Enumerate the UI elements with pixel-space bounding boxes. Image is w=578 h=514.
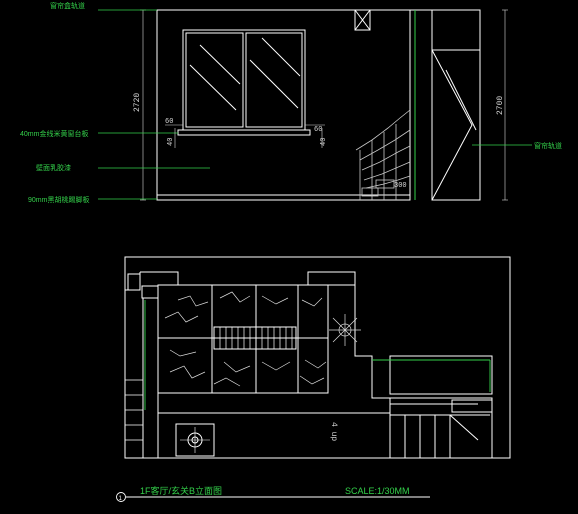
glass-reflection: [249, 59, 299, 109]
sill-width-right: 60: [314, 126, 322, 134]
column-topright: [307, 271, 356, 286]
right-height-dimension: 2700: [496, 96, 505, 115]
room-wall-inner: [140, 271, 391, 414]
stair-hatch: [355, 109, 411, 200]
wall-paint-annotation: 壁面乳胶漆: [36, 163, 71, 172]
floor-drain: [175, 423, 215, 457]
column-left: [141, 285, 159, 299]
sill-depth-left: 40: [167, 138, 175, 146]
title-block: 1 1F客厅/玄关B立面图 SCALE:1/30MM: [116, 485, 430, 502]
sill-depth-right: 40: [320, 138, 328, 146]
glass-reflection: [199, 44, 241, 85]
left-height-dimension: 2720: [133, 93, 142, 112]
window-frame: [182, 29, 306, 131]
floor-grille: [213, 326, 297, 350]
marble-floor: [157, 284, 329, 394]
glass-reflection: [189, 64, 237, 111]
plan-outer-frame: [124, 256, 511, 459]
right-panel: [431, 9, 481, 201]
sill-width-left: 60: [165, 118, 173, 126]
index-number: 1: [119, 496, 123, 502]
screen-line: [445, 69, 477, 131]
right-landing: [389, 355, 493, 395]
window-pane-left: [185, 32, 244, 128]
scale-label: SCALE:1/30MM: [345, 486, 410, 496]
window-sill: [177, 129, 311, 136]
plan-view: [124, 256, 511, 459]
step-height-dimension: 300: [394, 182, 407, 190]
elevation-view: [98, 9, 532, 201]
index-circle: [116, 492, 126, 502]
baseboard-annotation: 90mm黑胡桃踢脚板: [28, 195, 89, 204]
drawing-title: 1F客厅/玄关B立面图: [140, 485, 222, 496]
top-note-label: 窗帘盒轨道: [50, 1, 85, 10]
marble-veins: [164, 291, 327, 387]
sill-annotation: 40mm金线米黄窗台板: [20, 129, 88, 138]
lower-corridor: [157, 412, 391, 459]
curtain-track-annotation: 窗帘轨道: [534, 141, 562, 150]
window-pane-right: [245, 32, 303, 128]
curtain-box-cross-b: [354, 9, 371, 31]
plant-icon: [329, 314, 361, 346]
stair-direction-label: 4 up: [329, 422, 338, 441]
glass-reflection: [261, 37, 301, 77]
curtain-box: [354, 9, 371, 31]
column-topleft: [127, 273, 141, 291]
screen-diagonal: [431, 49, 473, 201]
